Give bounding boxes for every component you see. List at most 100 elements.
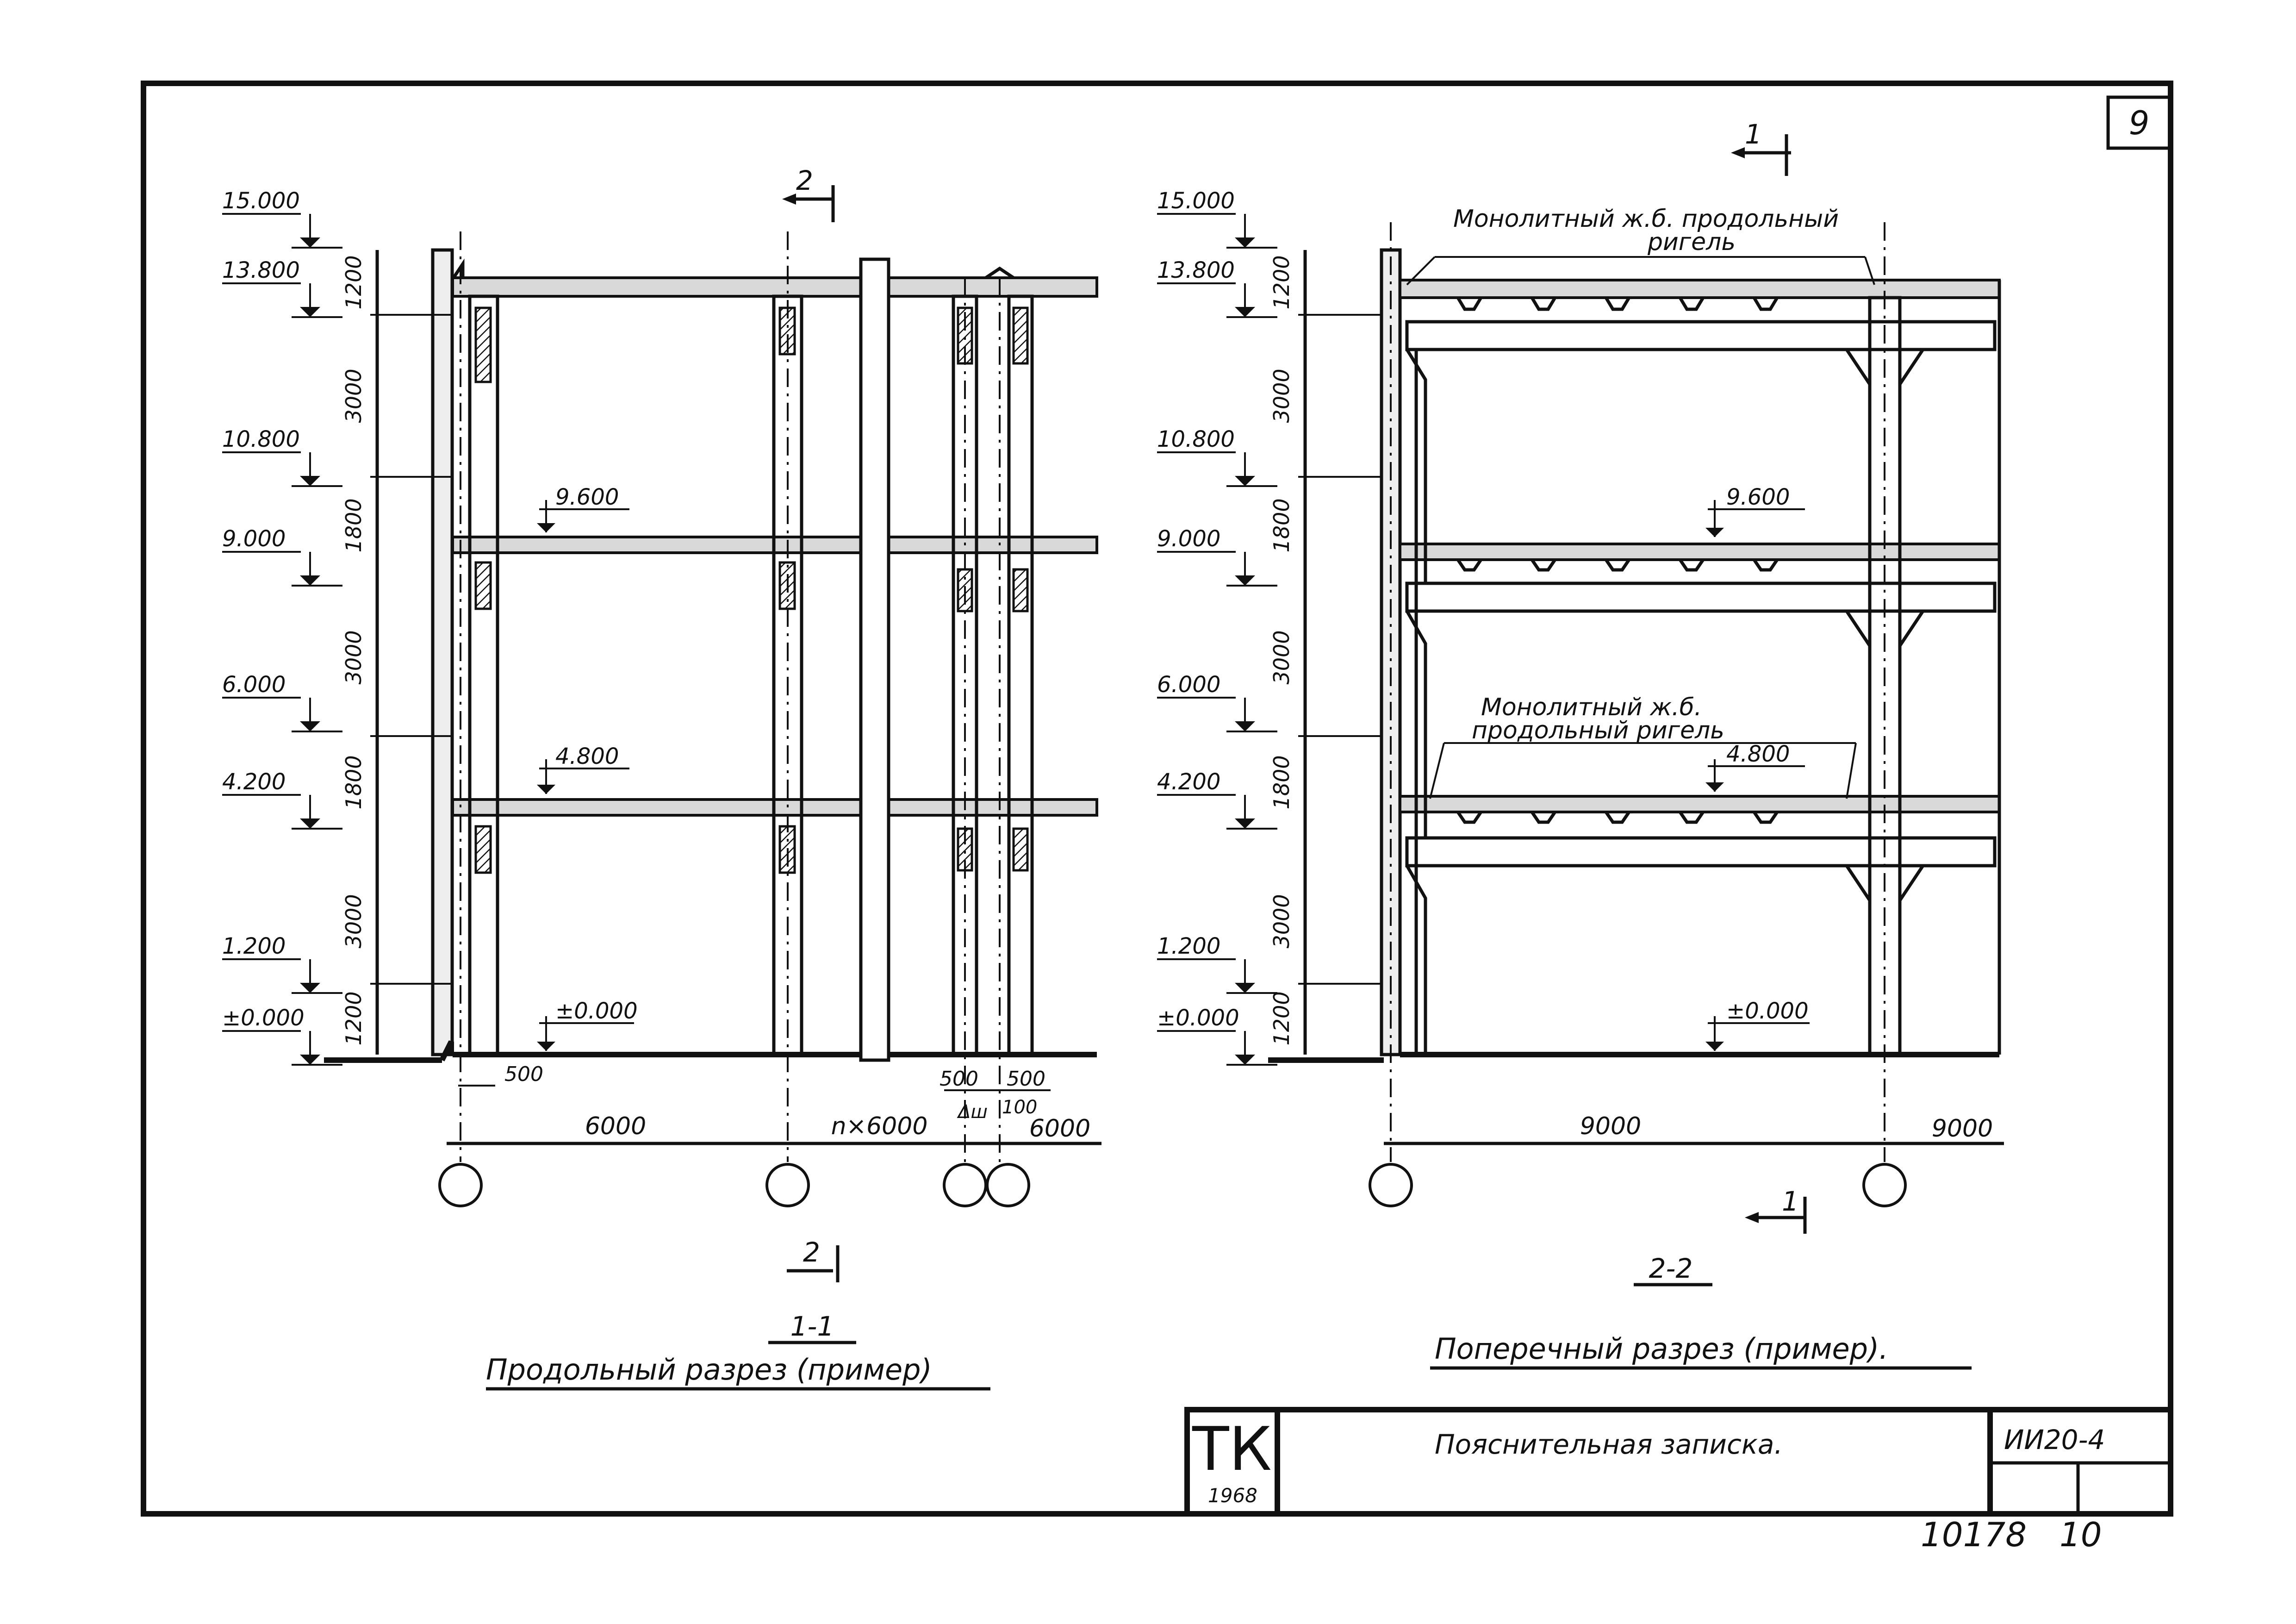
elevation-triangle <box>300 818 320 829</box>
elevation-triangle <box>300 1055 320 1065</box>
sheet-frame: 9 <box>141 81 2173 1517</box>
section-mark-1-bottom: 1 <box>1745 1186 1807 1234</box>
axis-circle-right-2 <box>1862 1163 1907 1207</box>
inventory-suffix: 10 <box>2060 1515 2102 1554</box>
floor-mark-4800-left: 4.800 <box>537 743 629 794</box>
svg-text:n×6000: n×6000 <box>831 1112 928 1140</box>
axis-circle-left-1 <box>438 1163 483 1207</box>
cross-section: 9.600 4.800 ±0.000 Монолитный ж.б. продо… <box>1268 119 2004 1370</box>
level-height-label: 3000 <box>1269 369 1294 423</box>
column-axis-1 <box>468 294 499 1056</box>
elevation-label: 1.200 <box>222 933 286 959</box>
column-axis-4 <box>1007 294 1034 1056</box>
elevation-triangle <box>1235 307 1255 317</box>
note-longitudinal-beam-mid: Монолитный ж.б. продольный ригель <box>1429 693 1857 799</box>
svg-text:6000: 6000 <box>585 1112 646 1140</box>
level-height-label: 3000 <box>341 630 366 684</box>
floor-mark-9600-left: 9.600 <box>537 484 629 532</box>
elevation-marks-right: 15.00013.80010.8009.0006.0004.2001.200±0… <box>1157 188 1277 1066</box>
svg-text:Δш: Δш <box>957 1101 988 1123</box>
caption-title-left: Продольный разрез (пример) <box>486 1353 932 1387</box>
level-height-label: 1800 <box>341 755 366 809</box>
sheet-number: 9 <box>2129 104 2150 142</box>
elevation-label: 4.200 <box>222 769 286 795</box>
svg-text:2: 2 <box>796 165 813 196</box>
level-height-label: 3000 <box>1269 630 1294 684</box>
elevation-triangle <box>300 307 320 317</box>
level-height-label: 1800 <box>1269 755 1294 809</box>
elevation-triangle <box>1235 983 1255 993</box>
elevation-triangle <box>1235 818 1255 829</box>
level-height-label: 1200 <box>341 991 366 1045</box>
svg-text:9000: 9000 <box>1932 1115 1993 1143</box>
svg-text:±0.000: ±0.000 <box>1726 998 1809 1024</box>
elevation-triangle <box>1235 476 1255 486</box>
caption-title-right: Поперечный разрез (пример). <box>1435 1332 1888 1366</box>
level-height-label: 1200 <box>1269 255 1294 309</box>
title-block-logo: ТК <box>1192 1414 1272 1484</box>
elevation-triangle <box>1235 1055 1255 1065</box>
elevation-label: 4.200 <box>1157 769 1220 795</box>
svg-text:2: 2 <box>803 1237 820 1268</box>
elevation-label: 15.000 <box>222 188 300 214</box>
axis-circle-left-4 <box>986 1163 1030 1207</box>
sheet-number-box <box>2106 95 2172 150</box>
inventory-number: 10178 <box>1921 1515 2027 1554</box>
elevation-triangle <box>300 575 320 586</box>
elevation-triangle <box>300 237 320 248</box>
elevation-label: 6.000 <box>1157 672 1220 698</box>
level-height-label: 3000 <box>1269 894 1294 948</box>
left-outer-wall <box>431 248 454 1056</box>
caption-number-right: 2-2 <box>1649 1253 1693 1284</box>
floor-mark-0000-right: ±0.000 <box>1705 998 1810 1051</box>
svg-text:1: 1 <box>1782 1186 1799 1217</box>
slab-ribs <box>1456 297 1779 824</box>
floor-mark-0000-left: ±0.000 <box>537 998 638 1051</box>
elevation-triangle <box>1235 575 1255 586</box>
svg-text:4.800: 4.800 <box>1726 741 1790 767</box>
title-block-code: ИИ20-4 <box>2004 1424 2105 1455</box>
elevation-triangle <box>1235 237 1255 248</box>
svg-text:Монолитный ж.б.: Монолитный ж.б. <box>1481 693 1702 721</box>
axis-circle-left-2 <box>765 1163 810 1207</box>
title-block: ТК 1968 Пояснительная записка. ИИ20-4 <box>1184 1407 2173 1517</box>
floor-mark-9600-right: 9.600 <box>1705 484 1805 537</box>
elevation-label: 6.000 <box>222 672 286 698</box>
caption-number-left: 1-1 <box>790 1311 834 1342</box>
axis-circle-right-1 <box>1369 1163 1413 1207</box>
svg-text:500: 500 <box>504 1062 543 1086</box>
roof-slab-right <box>1399 279 2001 299</box>
level-height-label: 1800 <box>341 498 366 552</box>
floor-slab-upper-right <box>1399 543 2001 561</box>
elevation-label: 10.800 <box>1157 426 1235 452</box>
svg-text:9000: 9000 <box>1580 1112 1641 1140</box>
svg-text:500: 500 <box>1007 1067 1045 1091</box>
svg-text:100: 100 <box>1002 1097 1037 1118</box>
title-block-title: Пояснительная записка. <box>1435 1429 1783 1460</box>
elevation-triangle <box>300 476 320 486</box>
elevation-label: 1.200 <box>1157 933 1220 959</box>
level-height-label: 1800 <box>1269 498 1294 552</box>
svg-text:9.600: 9.600 <box>555 484 619 510</box>
section-mark-2-top: 2 <box>782 165 835 222</box>
floor-mark-4800-right: 4.800 <box>1705 741 1805 792</box>
break-gap-left <box>859 257 890 1062</box>
svg-text:ригель: ригель <box>1647 228 1736 256</box>
elevation-label: ±0.000 <box>222 1005 305 1031</box>
title-block-year: 1968 <box>1208 1484 1257 1507</box>
elevation-triangle <box>300 721 320 731</box>
elevation-label: 15.000 <box>1157 188 1235 214</box>
elevation-label: ±0.000 <box>1157 1005 1239 1031</box>
section-mark-1-top: 1 <box>1731 119 1791 176</box>
level-heights-right: 1200 3000 1800 3000 1800 3000 1200 <box>1269 255 1294 1045</box>
elevation-marks-left: 15.00013.80010.8009.0006.0004.2001.200±0… <box>222 188 342 1066</box>
svg-text:±0.000: ±0.000 <box>555 998 638 1024</box>
longitudinal-section: 9.600 4.800 ±0.000 6000 n×6000 6000 500 … <box>324 165 1101 1391</box>
level-height-label: 1200 <box>1269 991 1294 1045</box>
svg-text:6000: 6000 <box>1029 1115 1090 1143</box>
elevation-label: 9.000 <box>222 526 286 552</box>
svg-text:1: 1 <box>1745 119 1762 150</box>
elevation-label: 13.800 <box>1157 257 1235 283</box>
